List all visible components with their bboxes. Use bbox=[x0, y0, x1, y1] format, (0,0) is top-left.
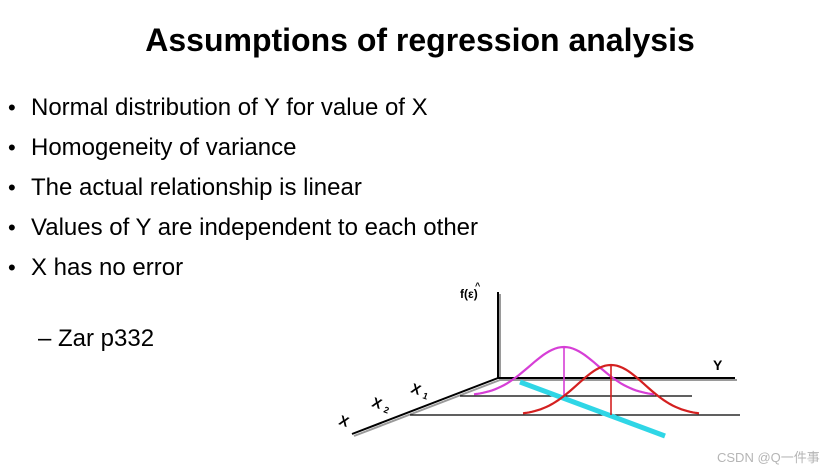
axis-label-x2-subscript: 2 bbox=[382, 404, 390, 415]
bullet-dot: • bbox=[8, 215, 16, 240]
bullet-item: • The actual relationship is linear bbox=[8, 168, 478, 208]
bullet-item: • Normal distribution of Y for value of X bbox=[8, 88, 478, 128]
axis-label-hat: ^ bbox=[475, 281, 481, 291]
sub-item-reference: – Zar p332 bbox=[38, 325, 155, 352]
bullet-text: The actual relationship is linear bbox=[31, 174, 362, 201]
axis-label-x2: X bbox=[370, 394, 385, 412]
bullet-text: X has no error bbox=[31, 254, 184, 281]
axis-label-y: Y bbox=[713, 357, 723, 373]
bullet-list: • Normal distribution of Y for value of X… bbox=[8, 88, 478, 288]
bullet-item: • X has no error bbox=[8, 248, 478, 288]
bullet-dot: • bbox=[8, 255, 16, 280]
regression-diagram: f(ε) ^ Y X 1 X 2 X bbox=[337, 281, 740, 439]
axis-label-x: X bbox=[337, 412, 352, 430]
bullet-dot: • bbox=[8, 95, 16, 120]
slide-title: Assumptions of regression analysis bbox=[145, 22, 695, 58]
x-axis bbox=[351, 377, 499, 435]
bullet-item: • Values of Y are independent to each oth… bbox=[8, 208, 478, 248]
bullet-dot: • bbox=[8, 135, 16, 160]
bullet-text: Homogeneity of variance bbox=[31, 134, 297, 161]
axis-label-f-epsilon: f(ε) bbox=[460, 287, 478, 301]
axis-label-x1: X bbox=[409, 380, 424, 398]
bullet-text: Values of Y are independent to each othe… bbox=[31, 214, 479, 241]
regression-line bbox=[519, 379, 666, 439]
axis-label-x1-subscript: 1 bbox=[421, 390, 429, 401]
bullet-text: Normal distribution of Y for value of X bbox=[31, 94, 428, 121]
bullet-item: • Homogeneity of variance bbox=[8, 128, 478, 168]
bullet-dot: • bbox=[8, 175, 16, 200]
watermark: CSDN @Q一件事 bbox=[717, 450, 820, 465]
